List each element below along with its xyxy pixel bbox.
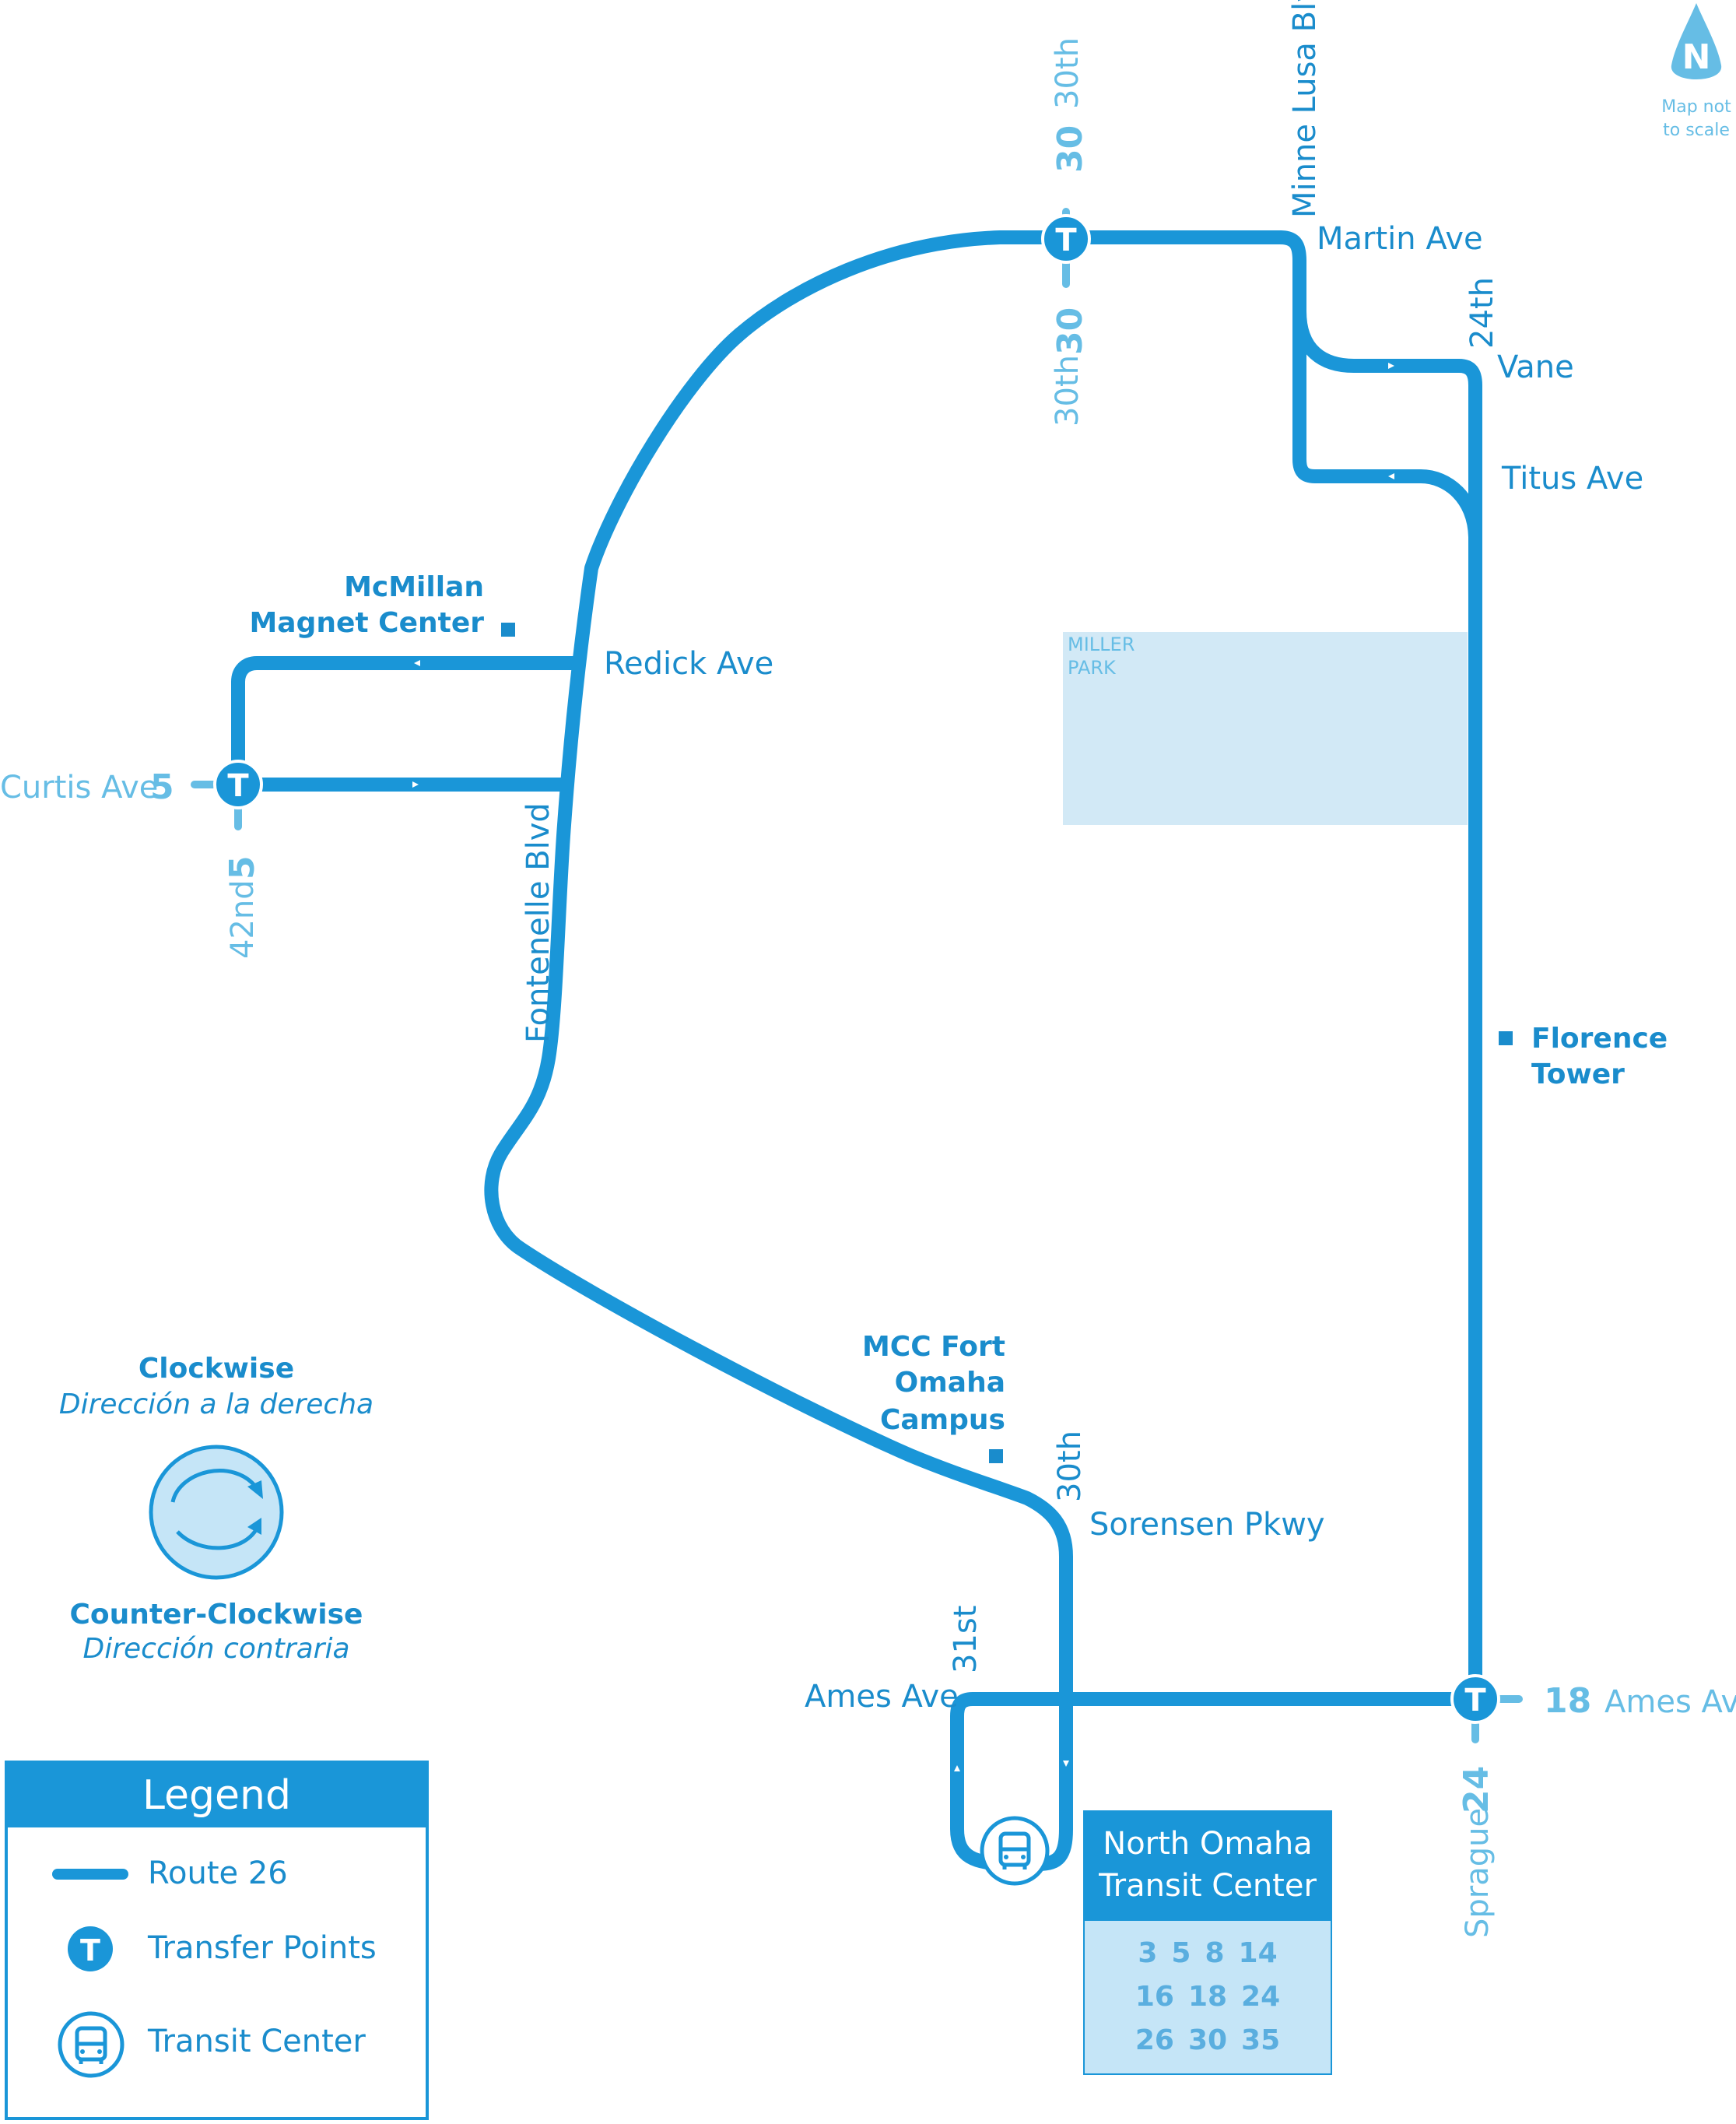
- map-scale-note-line2: to scale: [1663, 121, 1730, 140]
- route-number-30-top: 30: [1050, 125, 1090, 173]
- transit-center-routes: 3 5 8 14 16 18 24 26 30 35: [1083, 1919, 1332, 2075]
- mcmillan-marker: [501, 623, 515, 637]
- route-chip: 30: [1187, 2024, 1228, 2056]
- legend-row-transit-center: Transit Center: [8, 2006, 426, 2078]
- mcmillan-label-line2: Magnet Center: [249, 607, 484, 639]
- mcmillan-label-line1: McMillan: [344, 571, 484, 603]
- street-30th-top: 30th: [1050, 37, 1085, 109]
- clockwise-es-label: Dirección a la derecha: [59, 1388, 374, 1420]
- counter-clockwise-label: Counter-Clockwise: [70, 1599, 363, 1631]
- legend-transfer-label: Transfer Points: [148, 1930, 377, 1966]
- street-sprague: Sprague: [1460, 1808, 1496, 1938]
- route-chip: 5: [1171, 1937, 1191, 1969]
- transfer-symbol: T: [80, 1933, 100, 1968]
- street-31st: 31st: [948, 1606, 984, 1673]
- legend: Legend Route 26 T Transfer Points Transi…: [5, 1761, 429, 2120]
- street-minne-lusa: Minne Lusa Blvd: [1287, 0, 1323, 218]
- street-vane: Vane: [1497, 349, 1574, 385]
- route-chip: 26: [1135, 2024, 1174, 2056]
- street-fontenelle: Fontenelle Blvd: [521, 802, 556, 1043]
- street-titus: Titus Ave: [1501, 461, 1643, 497]
- legend-row-route: Route 26: [8, 1838, 426, 1908]
- florence-label-line1: Florence: [1531, 1023, 1668, 1055]
- legend-transit-center-label: Transit Center: [148, 2024, 366, 2059]
- mcc-label-line2: Omaha: [895, 1367, 1005, 1399]
- transfer-point-icon: T: [68, 1926, 113, 1971]
- route-number-24: 24: [1457, 1766, 1496, 1813]
- transit-center-route-row: 26 30 35: [1085, 2019, 1331, 2063]
- north-letter: N: [1682, 37, 1711, 77]
- map-scale-note-line1: Map not: [1661, 97, 1731, 117]
- miller-park-label-line2: PARK: [1068, 657, 1117, 679]
- transit-center-name-line2: Transit Center: [1099, 1868, 1317, 1904]
- street-martin: Martin Ave: [1317, 221, 1483, 257]
- transfer-symbol: T: [227, 768, 249, 804]
- street-ames-west: Ames Ave: [805, 1679, 959, 1715]
- florence-tower-marker: [1499, 1031, 1513, 1045]
- street-30th-mid: 30th: [1050, 355, 1085, 427]
- route-chip: 18: [1187, 1981, 1228, 2013]
- transfer-symbol: T: [1464, 1683, 1486, 1719]
- transfer-point-ames: T: [1450, 1674, 1500, 1724]
- street-24th-top: 24th: [1464, 277, 1500, 349]
- transit-center-icon: [980, 1816, 1050, 1886]
- legend-title: Legend: [8, 1764, 426, 1827]
- street-42nd: 42nd: [225, 879, 261, 959]
- street-sorensen: Sorensen Pkwy: [1089, 1507, 1325, 1543]
- legend-route-label: Route 26: [148, 1855, 288, 1891]
- street-redick: Redick Ave: [604, 646, 773, 682]
- route-number-18: 18: [1544, 1681, 1591, 1721]
- route-26-line: [231, 230, 1482, 1871]
- route-chip: 16: [1135, 1981, 1174, 2013]
- bus-icon: [58, 2011, 125, 2078]
- transfer-symbol: T: [1055, 223, 1077, 258]
- route-number-5-bottom: 5: [223, 855, 262, 879]
- legend-row-transfer: T Transfer Points: [8, 1913, 426, 1983]
- route-chip: 24: [1241, 1981, 1281, 2013]
- mcc-label-line1: MCC Fort: [862, 1331, 1005, 1363]
- direction-arrows: [412, 363, 1394, 1771]
- transit-center-route-row: 16 18 24: [1085, 1975, 1331, 2019]
- route-chip: 14: [1238, 1937, 1278, 1969]
- north-arrow-icon: [1671, 3, 1722, 79]
- transfer-point-curtis: T: [213, 760, 263, 809]
- transit-center-name-line1: North Omaha: [1103, 1826, 1313, 1862]
- street-30th-south: 30th: [1052, 1431, 1088, 1502]
- transit-center-title: North Omaha Transit Center: [1083, 1810, 1332, 1919]
- north-arrow: N Map not to scale: [1657, 0, 1735, 148]
- route-chip: 3: [1138, 1937, 1158, 1969]
- route-number-30-bottom: 30: [1050, 307, 1090, 355]
- transit-center-route-row: 3 5 8 14: [1085, 1932, 1331, 1975]
- route-number-5-left: 5: [150, 767, 174, 807]
- clockwise-label: Clockwise: [139, 1353, 294, 1385]
- mcc-label-line3: Campus: [880, 1404, 1005, 1436]
- florence-label-line2: Tower: [1531, 1058, 1625, 1090]
- street-ames-east: Ames Ave: [1604, 1684, 1736, 1720]
- miller-park-area: [1063, 632, 1468, 825]
- route-chip: 8: [1205, 1937, 1225, 1969]
- transit-center-box: North Omaha Transit Center 3 5 8 14 16 1…: [1083, 1810, 1332, 2075]
- street-curtis: Curtis Ave: [0, 770, 158, 806]
- miller-park-label-line1: MILLER: [1068, 634, 1135, 655]
- mcc-marker: [989, 1449, 1003, 1463]
- route-line-swatch-icon: [52, 1869, 128, 1880]
- transfer-point-30th: T: [1041, 214, 1091, 264]
- route-chip: 35: [1241, 2024, 1281, 2056]
- counter-clockwise-es-label: Dirección contraria: [82, 1633, 349, 1665]
- direction-circle-icon: [149, 1445, 284, 1580]
